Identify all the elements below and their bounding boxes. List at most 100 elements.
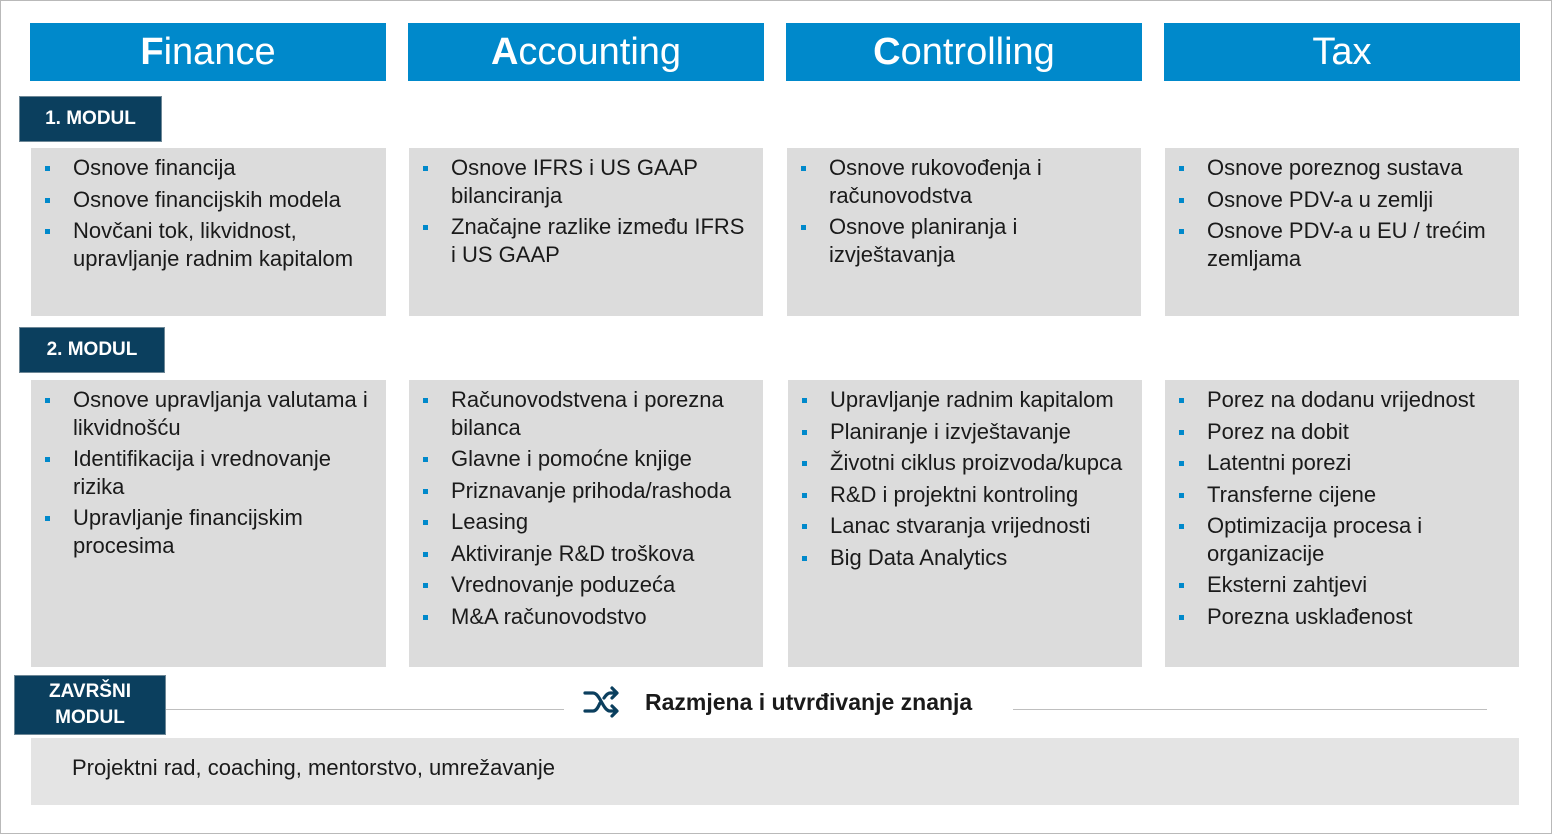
square-bullet-icon: [45, 516, 50, 521]
topic-text: Osnove upravljanja valutama i likvidnošć…: [73, 387, 368, 440]
topic-item: R&D i projektni kontroling: [800, 481, 1132, 509]
header-initial: A: [490, 31, 519, 73]
topic-item: Osnove PDV-a u EU / trećim zemljama: [1177, 217, 1509, 272]
topic-item: Transferne cijene: [1177, 481, 1509, 509]
topic-text: Transferne cijene: [1207, 481, 1377, 507]
square-bullet-icon: [45, 457, 50, 462]
final-module-line2: MODUL: [55, 707, 125, 728]
topic-text: Optimizacija procesa i organizacije: [1207, 513, 1423, 566]
square-bullet-icon: [423, 457, 428, 462]
topic-item: Porez na dobit: [1177, 418, 1509, 446]
topic-text: Osnove PDV-a u zemlji: [1207, 186, 1434, 212]
topic-text: Aktiviranje R&D troškova: [451, 540, 695, 566]
square-bullet-icon: [802, 429, 807, 435]
topic-item: Eksterni zahtjevi: [1177, 571, 1509, 599]
topic-item: Latentni porezi: [1177, 449, 1509, 477]
shuffle-icon: [583, 686, 619, 718]
square-bullet-icon: [1179, 461, 1184, 466]
topic-item: Vrednovanje poduzeća: [421, 571, 753, 599]
topic-text: Identifikacija i vrednovanje rizika: [73, 446, 332, 499]
header-accounting: Accounting: [408, 23, 764, 81]
topic-text: Latentni porezi: [1207, 450, 1352, 475]
topic-text: Značajne razlike između IFRS i US GAAP: [451, 214, 745, 267]
square-bullet-icon: [423, 398, 428, 403]
header-rest: Tax: [1312, 31, 1372, 73]
topic-text: Planiranje i izvještavanje: [830, 418, 1071, 444]
topic-text: Vrednovanje poduzeća: [451, 572, 676, 597]
square-bullet-icon: [423, 488, 428, 494]
square-bullet-icon: [1179, 524, 1184, 529]
topic-item: Novčani tok, likvidnost, upravljanje rad…: [43, 217, 376, 272]
module-2-badge: 2. MODUL: [20, 328, 164, 372]
topic-item: Planiranje i izvještavanje: [800, 418, 1132, 446]
topic-text: Osnove financijskih modela: [73, 186, 341, 212]
topic-item: Osnove rukovođenja i računovodstva: [799, 154, 1131, 209]
topic-text: Osnove poreznog sustava: [1207, 155, 1463, 180]
module-2-finance-box: Osnove upravljanja valutama i likvidnošć…: [31, 380, 386, 667]
topic-text: Osnove IFRS i US GAAP bilanciranja: [451, 155, 698, 208]
topic-text: Porez na dobit: [1207, 418, 1349, 444]
topic-text: Porez na dodanu vrijednost: [1207, 387, 1475, 412]
topic-item: Računovodstvena i porezna bilanca: [421, 386, 753, 441]
header-initial: C: [873, 31, 901, 73]
topic-text: Osnove financija: [73, 155, 236, 180]
square-bullet-icon: [1179, 197, 1184, 203]
header-finance: Finance: [30, 23, 386, 81]
topic-item: Osnove financija: [43, 154, 376, 182]
topic-text: Leasing: [451, 509, 529, 534]
final-module-badge: ZAVRŠNI MODUL: [15, 676, 165, 734]
square-bullet-icon: [423, 166, 428, 171]
divider-right: [1013, 709, 1487, 710]
topic-item: Aktiviranje R&D troškova: [421, 540, 753, 568]
module-1-badge: 1. MODUL: [20, 97, 161, 141]
topic-text: Novčani tok, likvidnost, upravljanje rad…: [73, 218, 354, 271]
topic-item: Upravljanje radnim kapitalom: [800, 386, 1132, 414]
square-bullet-icon: [45, 229, 50, 234]
topic-item: Priznavanje prihoda/rashoda: [421, 477, 753, 505]
topic-item: Optimizacija procesa i organizacije: [1177, 512, 1509, 567]
square-bullet-icon: [423, 225, 428, 230]
square-bullet-icon: [802, 398, 807, 403]
square-bullet-icon: [1179, 229, 1184, 234]
topic-item: Big Data Analytics: [800, 544, 1132, 572]
square-bullet-icon: [1179, 614, 1184, 620]
topic-text: R&D i projektni kontroling: [830, 481, 1079, 507]
topic-item: Životni ciklus proizvoda/kupca: [800, 449, 1132, 477]
topic-text: Porezna usklađenost: [1207, 603, 1413, 629]
topic-text: Životni ciklus proizvoda/kupca: [830, 450, 1123, 475]
topic-text: Eksterni zahtjevi: [1207, 572, 1368, 597]
topic-item: Upravljanje financijskim procesima: [43, 504, 376, 559]
topic-item: Identifikacija i vrednovanje rizika: [43, 445, 376, 500]
topic-text: M&A računovodstvo: [451, 603, 647, 629]
square-bullet-icon: [802, 555, 807, 561]
topic-item: Glavne i pomoćne knjige: [421, 445, 753, 473]
square-bullet-icon: [802, 524, 807, 529]
square-bullet-icon: [423, 614, 428, 620]
topic-item: Porez na dodanu vrijednost: [1177, 386, 1509, 414]
topic-item: Osnove IFRS i US GAAP bilanciranja: [421, 154, 753, 209]
header-initial: F: [140, 31, 164, 73]
exchange-label-text: Razmjena i utvrđivanje znanja: [645, 688, 973, 715]
square-bullet-icon: [45, 197, 50, 203]
square-bullet-icon: [1179, 166, 1184, 171]
square-bullet-icon: [423, 583, 428, 588]
square-bullet-icon: [1179, 492, 1184, 498]
topic-text: Osnove rukovođenja i računovodstva: [829, 155, 1042, 208]
header-rest: inance: [163, 31, 276, 73]
square-bullet-icon: [423, 520, 428, 525]
topic-text: Računovodstvena i porezna bilanca: [451, 387, 724, 440]
square-bullet-icon: [1179, 398, 1184, 403]
square-bullet-icon: [45, 398, 50, 403]
square-bullet-icon: [1179, 583, 1184, 588]
